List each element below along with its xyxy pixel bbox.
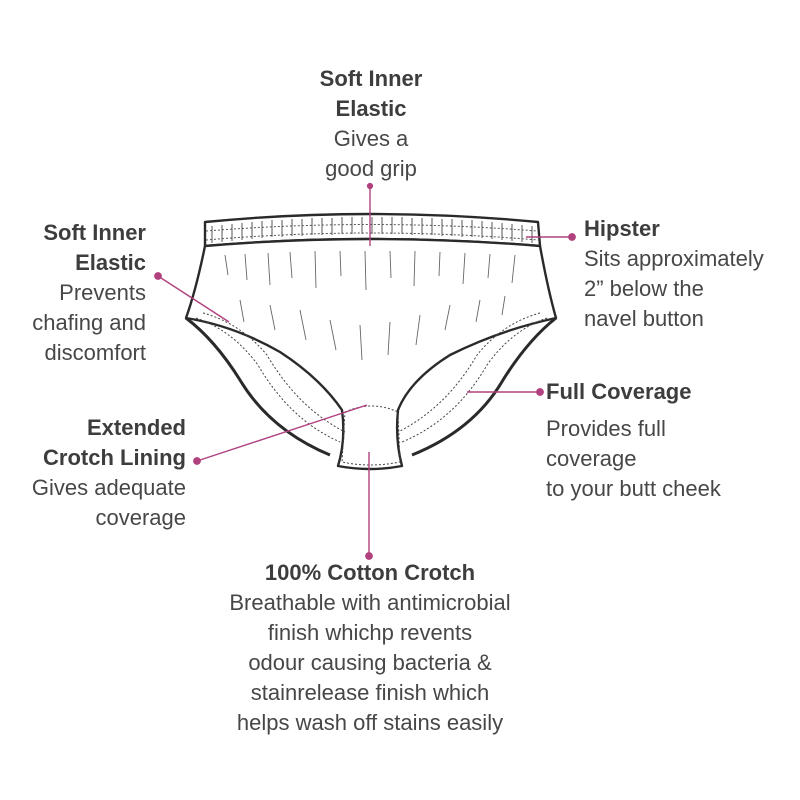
callout-description: to your butt cheek — [546, 476, 721, 501]
callout-crotch-lining: Extended Crotch Lining Gives adequate co… — [0, 413, 186, 533]
callout-description: Provides full — [546, 416, 666, 441]
callout-title: Extended — [86, 415, 186, 440]
callout-title: Elastic — [75, 250, 146, 275]
callout-title: 100% Cotton Crotch — [264, 560, 476, 585]
waistband-gathers — [205, 217, 539, 243]
callout-description: stainrelease finish which — [250, 680, 490, 705]
callout-title: Soft Inner — [43, 220, 146, 245]
callout-description: Gives adequate — [31, 475, 186, 500]
callout-title: Elastic — [335, 96, 407, 121]
callout-description: helps wash off stains easily — [236, 710, 504, 735]
callout-description: odour causing bacteria & — [248, 650, 492, 675]
callout-top-elastic: Soft Inner Elastic Gives a good grip — [296, 64, 446, 184]
callout-side-elastic: Soft Inner Elastic Prevents chafing and … — [0, 218, 146, 368]
callout-description: coverage — [546, 446, 637, 471]
callout-title: Crotch Lining — [43, 445, 186, 470]
callout-description: coverage — [95, 505, 186, 530]
callout-leaders — [154, 182, 576, 560]
callout-title: Full Coverage — [546, 379, 692, 404]
callout-description: Gives a — [333, 126, 409, 151]
callout-description: navel button — [584, 306, 704, 331]
gusset-panel — [341, 405, 401, 466]
callout-description: discomfort — [44, 340, 146, 365]
callout-hipster: Hipster Sits approximately 2” below the … — [584, 214, 798, 334]
callout-cotton-crotch: 100% Cotton Crotch Breathable with antim… — [170, 558, 570, 738]
callout-title: Soft Inner — [319, 66, 423, 91]
fabric-gathers — [224, 250, 516, 361]
brief-garment-outline — [184, 212, 558, 471]
callout-description: finish whichp revents — [267, 620, 473, 645]
callout-full-coverage: Full Coverage Provides full coverage to … — [546, 377, 786, 504]
callout-description: Breathable with antimicrobial — [229, 590, 511, 615]
callout-description: Sits approximately — [584, 246, 764, 271]
callout-title: Hipster — [584, 216, 660, 241]
leg-openings — [185, 316, 557, 457]
callout-description: Prevents — [59, 280, 146, 305]
leg-stitching — [195, 312, 548, 443]
callout-description: good grip — [325, 156, 417, 181]
callout-description: 2” below the — [584, 276, 704, 301]
callout-description: chafing and — [32, 310, 146, 335]
